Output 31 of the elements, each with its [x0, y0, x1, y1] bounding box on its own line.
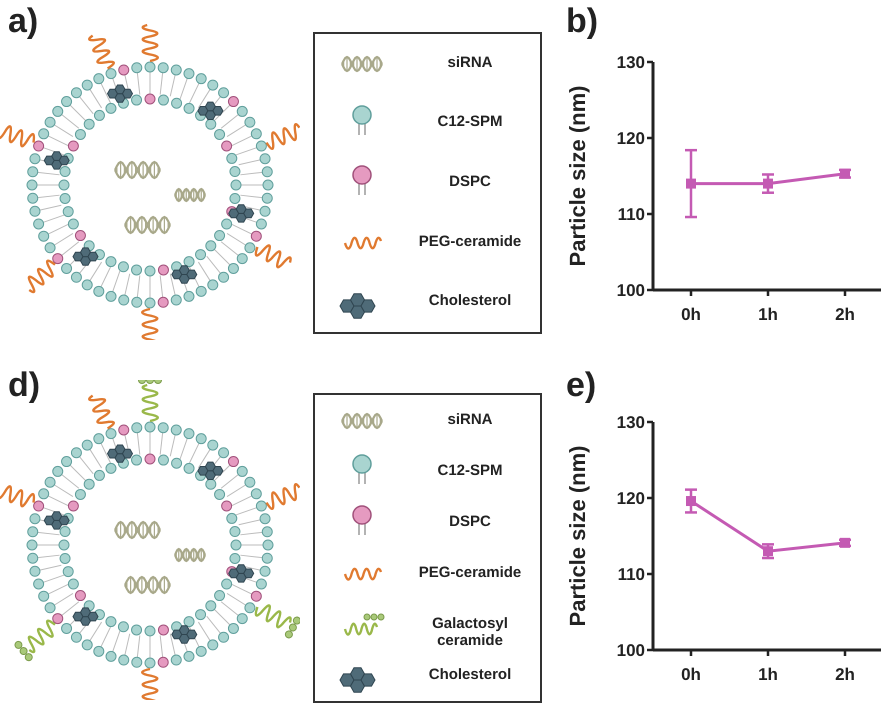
panel-label: b)	[566, 2, 598, 41]
legend-label: PEG-ceramide	[418, 232, 522, 250]
tick-label: 120	[616, 129, 645, 148]
tick-label: 130	[616, 413, 645, 432]
tick-label: 2h	[835, 665, 855, 684]
tick-label: 110	[618, 565, 645, 584]
legend-label: C12-SPM	[436, 462, 504, 478]
tick-label: 1h	[758, 665, 778, 684]
legend-label: siRNA	[446, 410, 494, 428]
tick-label: 2h	[835, 305, 855, 324]
legend-label: PEG-ceramide	[418, 564, 522, 580]
legend-label: Galactosyl ceramide	[431, 614, 509, 648]
tick-label: 0h	[681, 305, 701, 324]
legend-label: Cholesterol	[428, 666, 512, 682]
tick-label: 110	[618, 205, 645, 224]
legend-label: C12-SPM	[436, 113, 504, 130]
panel-label: d)	[8, 366, 40, 405]
tick-label: 1h	[758, 305, 778, 324]
tick-label: 100	[616, 281, 645, 300]
legend-label: Cholesterol	[428, 292, 512, 310]
panel-label: e)	[566, 366, 596, 405]
legend-label: siRNA	[446, 54, 494, 71]
tick-label: 120	[616, 489, 645, 508]
panel-label: a)	[8, 2, 38, 41]
tick-label: 100	[616, 641, 645, 660]
axis-title: Particle size (nm)	[565, 446, 590, 626]
tick-label: 0h	[681, 665, 701, 684]
axis-title: Particle size (nm)	[565, 86, 590, 266]
legend-label: DSPC	[448, 512, 492, 530]
legend-label: DSPC	[448, 173, 492, 190]
tick-label: 130	[616, 53, 645, 72]
